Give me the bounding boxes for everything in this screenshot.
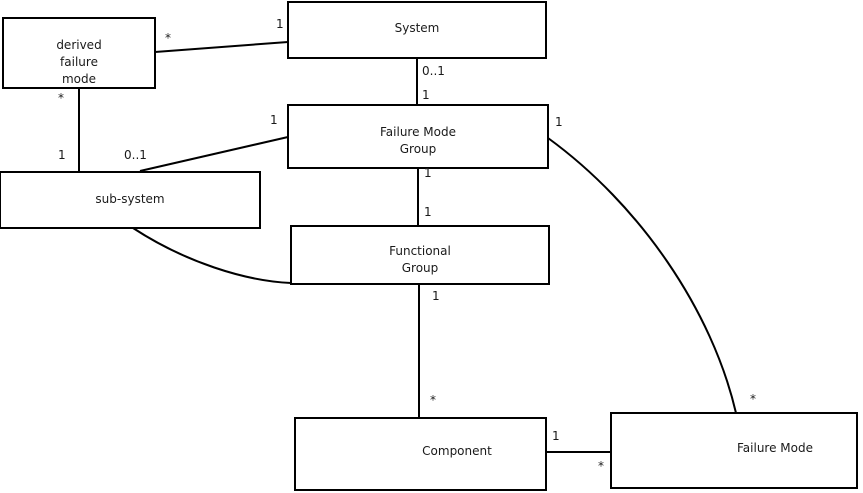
class-label-line: mode [62, 72, 96, 86]
multiplicity-label: 1 [270, 113, 278, 127]
multiplicity-label: 1 [422, 88, 430, 102]
multiplicity-label: 0..1 [124, 148, 147, 162]
multiplicity-label: * [750, 392, 756, 406]
class-label-line: sub-system [95, 192, 164, 206]
class-box-rect[interactable] [0, 171, 261, 229]
class-label-line: Failure Mode [737, 441, 813, 455]
class-label-line: Component [422, 444, 492, 458]
class-box-failure-mode-group[interactable]: Failure Mode Group [287, 104, 549, 169]
class-box-derived-failure-mode[interactable]: derived failure mode [2, 17, 156, 89]
edge-sub-system-failure-mode-group [139, 136, 289, 172]
association-edges [78, 41, 737, 453]
class-box-failure-mode[interactable]: Failure Mode [610, 412, 858, 489]
edge-failure-mode-group-failure-mode [547, 137, 737, 414]
multiplicity-label: 1 [58, 148, 66, 162]
class-label-line: System [395, 21, 440, 35]
multiplicity-label: * [598, 459, 604, 473]
multiplicity-label: 1 [424, 166, 432, 180]
class-box-component[interactable]: Component [294, 417, 547, 491]
edge-derived-failure-mode-system [154, 41, 289, 53]
class-box-functional-group[interactable]: Functional Group [290, 225, 550, 285]
multiplicity-label: * [430, 393, 436, 407]
class-label-line: Group [400, 142, 437, 156]
multiplicity-label: * [58, 91, 64, 105]
multiplicity-label: * [165, 31, 171, 45]
class-box-rect[interactable] [287, 1, 547, 59]
edge-sub-system-functional-group [132, 227, 292, 284]
class-box-sub-system[interactable]: sub-system [0, 171, 261, 229]
multiplicity-label: 1 [424, 205, 432, 219]
multiplicity-labels: * 1 0..1 1 * 1 0..1 1 1 1 1 1 * 1 * * [58, 17, 756, 473]
class-label-line: Failure Mode [380, 125, 456, 139]
class-label-line: Functional [389, 244, 451, 258]
class-box-rect[interactable] [294, 417, 547, 491]
class-box-system[interactable]: System [287, 1, 547, 59]
class-label-line: failure [60, 55, 98, 69]
multiplicity-label: 1 [276, 17, 284, 31]
multiplicity-label: 0..1 [422, 64, 445, 78]
class-box-rect[interactable] [610, 412, 858, 489]
class-label-line: Group [402, 261, 439, 275]
multiplicity-label: 1 [555, 115, 563, 129]
multiplicity-label: 1 [552, 429, 560, 443]
class-box-rect[interactable] [290, 225, 550, 285]
class-label-line: derived [56, 38, 101, 52]
multiplicity-label: 1 [432, 289, 440, 303]
class-box-rect[interactable] [287, 104, 549, 169]
class-box-rect[interactable] [2, 17, 156, 89]
